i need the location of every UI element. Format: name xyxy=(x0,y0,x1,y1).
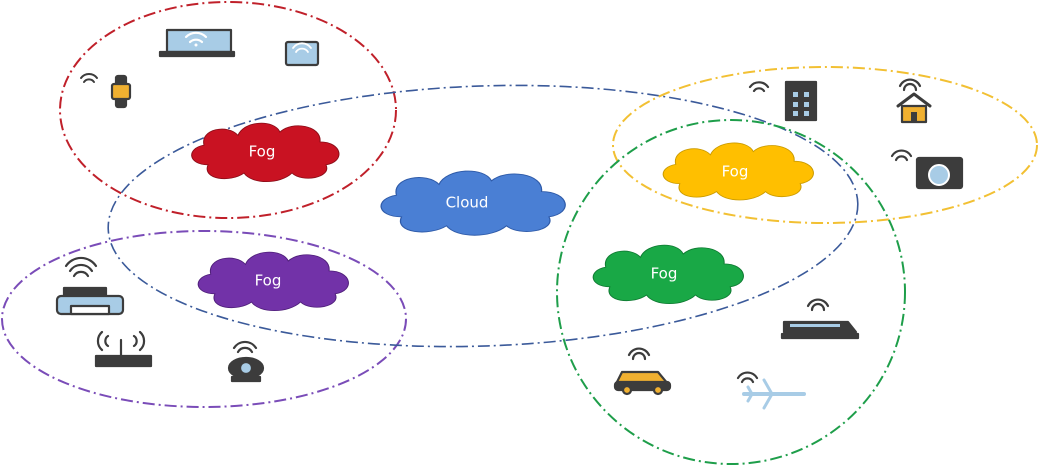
car-icon xyxy=(613,347,672,396)
yellow-cluster-boundary xyxy=(612,66,1038,224)
router-icon xyxy=(94,330,153,368)
house-icon xyxy=(896,78,932,124)
printer-icon xyxy=(55,256,125,316)
office-building-icon xyxy=(748,80,818,122)
webcam-icon xyxy=(227,340,265,383)
fog-label-green: Fog xyxy=(651,265,678,283)
airplane-icon xyxy=(736,371,806,410)
fog-label-yellow: Fog xyxy=(722,163,749,181)
laptop-icon xyxy=(158,28,236,58)
fog-label-purple: Fog xyxy=(255,272,282,290)
washing-machine-icon xyxy=(890,149,964,190)
train-icon xyxy=(780,298,860,340)
red-cluster-boundary xyxy=(59,1,397,219)
cloud-label: Cloud xyxy=(446,194,489,212)
green-cluster-boundary xyxy=(556,119,906,465)
cloud-coverage-boundary xyxy=(107,84,859,348)
tablet-icon xyxy=(284,40,320,67)
fog-label-red: Fog xyxy=(249,143,276,161)
purple-cluster-boundary xyxy=(1,230,407,408)
smartwatch-icon xyxy=(80,73,132,109)
